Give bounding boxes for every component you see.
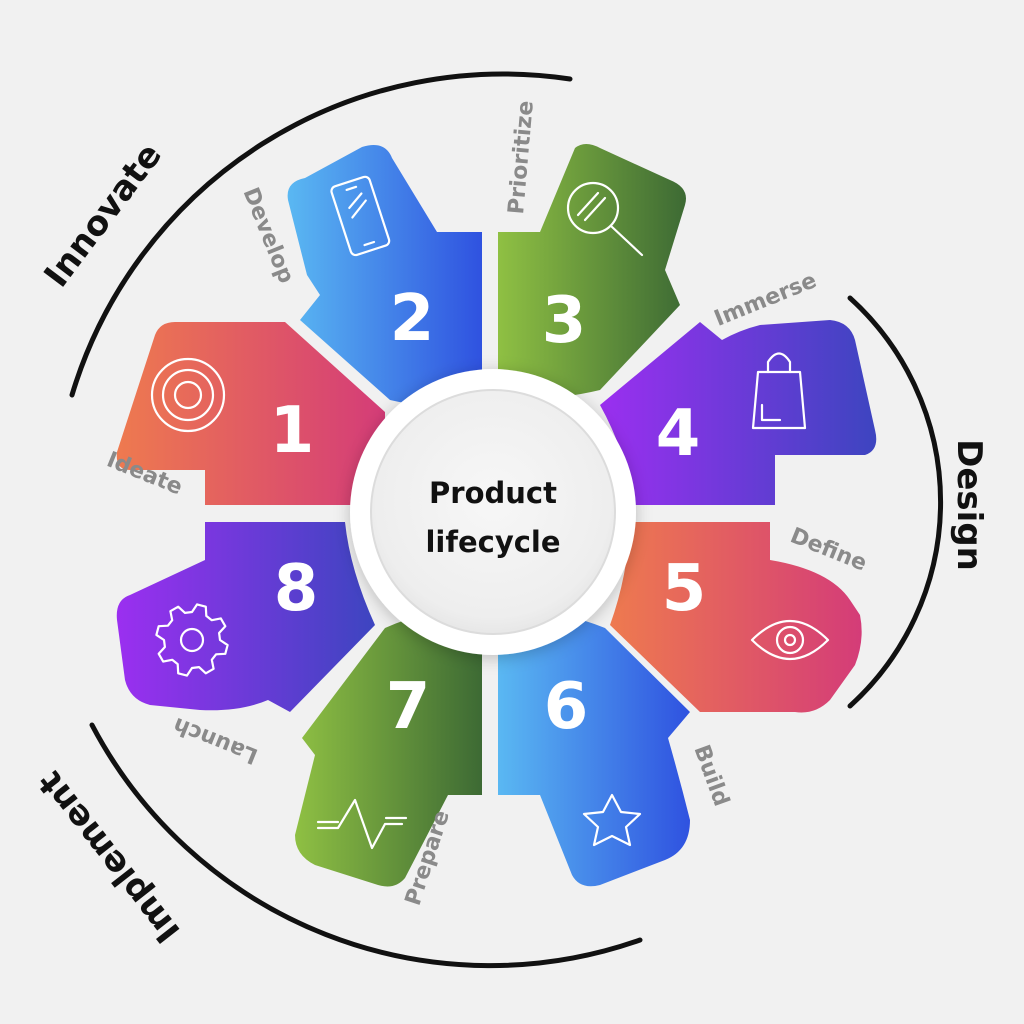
group-label-implement: Implement [30,763,188,950]
implement-arc [89,722,643,969]
stage-label-build: Build [689,742,734,810]
stage-5: 5 [610,522,862,713]
stage-4: 4 [600,320,877,505]
stage-4-number: 4 [656,397,701,471]
stage-5-shape [610,522,862,713]
innovate-arc [69,71,573,398]
stage-4-shape [600,320,877,505]
stage-7: 7 [295,605,482,887]
stage-8-number: 8 [274,552,319,626]
stage-1: 1 [116,322,385,505]
stage-1-shape [116,322,385,505]
stage-5-number: 5 [662,552,707,626]
stage-3-number: 3 [542,284,587,358]
stage-2-number: 2 [390,282,435,356]
design-arc [847,295,944,709]
stage-7-number: 7 [386,670,431,744]
stage-6: 6 [498,605,690,887]
magnifier-icon [566,181,644,257]
center-title-line-1: Product [429,476,557,510]
star-icon [582,793,642,847]
target-icon [150,357,226,433]
eye-icon [750,619,830,661]
smartphone-icon [330,175,391,257]
gear-icon-hub [179,627,205,653]
pulse-icon [316,798,408,850]
stage-6-number: 6 [544,670,589,744]
gear-icon-outline [155,603,229,677]
stage-8: 8 [116,522,375,712]
gear-icon [155,603,229,677]
center-hub: Product lifecycle [350,369,636,655]
stage-3-shape [498,144,686,399]
stage-3: 3 [498,144,686,399]
shopping-bag-icon [751,352,807,430]
stage-8-shape [116,522,375,712]
stage-label-launch: Launch [170,712,262,768]
group-label-innovate: Innovate [36,136,170,295]
stage-label-prioritize: Prioritize [504,100,539,216]
stage-6-shape [498,605,690,887]
group-label-design: Design [949,439,989,571]
center-title-line-2: lifecycle [425,525,560,559]
stage-1-number: 1 [270,394,315,468]
stage-2: 2 [287,145,482,406]
stage-7-shape [295,605,482,887]
